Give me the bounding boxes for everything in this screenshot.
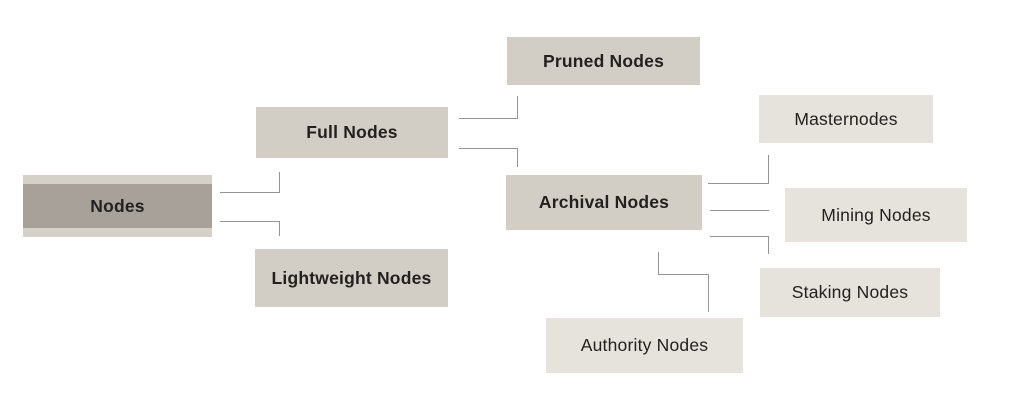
node-label-archival-nodes: Archival Nodes (538, 192, 670, 212)
connector-segment (517, 148, 518, 167)
node-box-staking-nodes: Staking Nodes (760, 268, 940, 317)
node-label-lightweight-nodes: Lightweight Nodes (271, 267, 432, 288)
connector-segment (220, 192, 280, 193)
node-label-mining-nodes: Mining Nodes (821, 204, 931, 225)
node-label-authority-nodes: Authority Nodes (580, 335, 709, 355)
connector-segment (708, 274, 709, 312)
node-box-nodes-inner: Nodes (23, 184, 212, 228)
node-label-full-nodes: Full Nodes (306, 122, 398, 142)
connector-segment (658, 274, 709, 275)
node-box-nodes: Nodes (23, 175, 212, 237)
node-label-nodes: Nodes (90, 195, 145, 216)
node-box-lightweight-nodes: Lightweight Nodes (255, 249, 448, 307)
connector-segment (710, 236, 769, 237)
connector-segment (517, 96, 518, 119)
node-label-staking-nodes: Staking Nodes (791, 282, 909, 302)
node-box-masternodes: Masternodes (759, 95, 933, 143)
node-box-mining-nodes: Mining Nodes (785, 188, 967, 242)
node-box-pruned-nodes: Pruned Nodes (507, 37, 700, 85)
node-box-archival-nodes: Archival Nodes (506, 175, 702, 230)
node-box-full-nodes: Full Nodes (256, 107, 448, 158)
connector-segment (768, 155, 769, 184)
node-label-masternodes: Masternodes (794, 108, 898, 129)
connector-segment (768, 236, 769, 254)
connector-segment (708, 183, 769, 184)
connector-segment (459, 148, 518, 149)
connector-segment (710, 210, 769, 211)
connector-segment (279, 172, 280, 193)
connector-segment (459, 118, 518, 119)
node-label-pruned-nodes: Pruned Nodes (542, 50, 665, 71)
node-box-authority-nodes: Authority Nodes (546, 318, 743, 373)
connector-segment (220, 221, 280, 222)
connector-segment (658, 252, 659, 275)
connector-segment (279, 221, 280, 236)
